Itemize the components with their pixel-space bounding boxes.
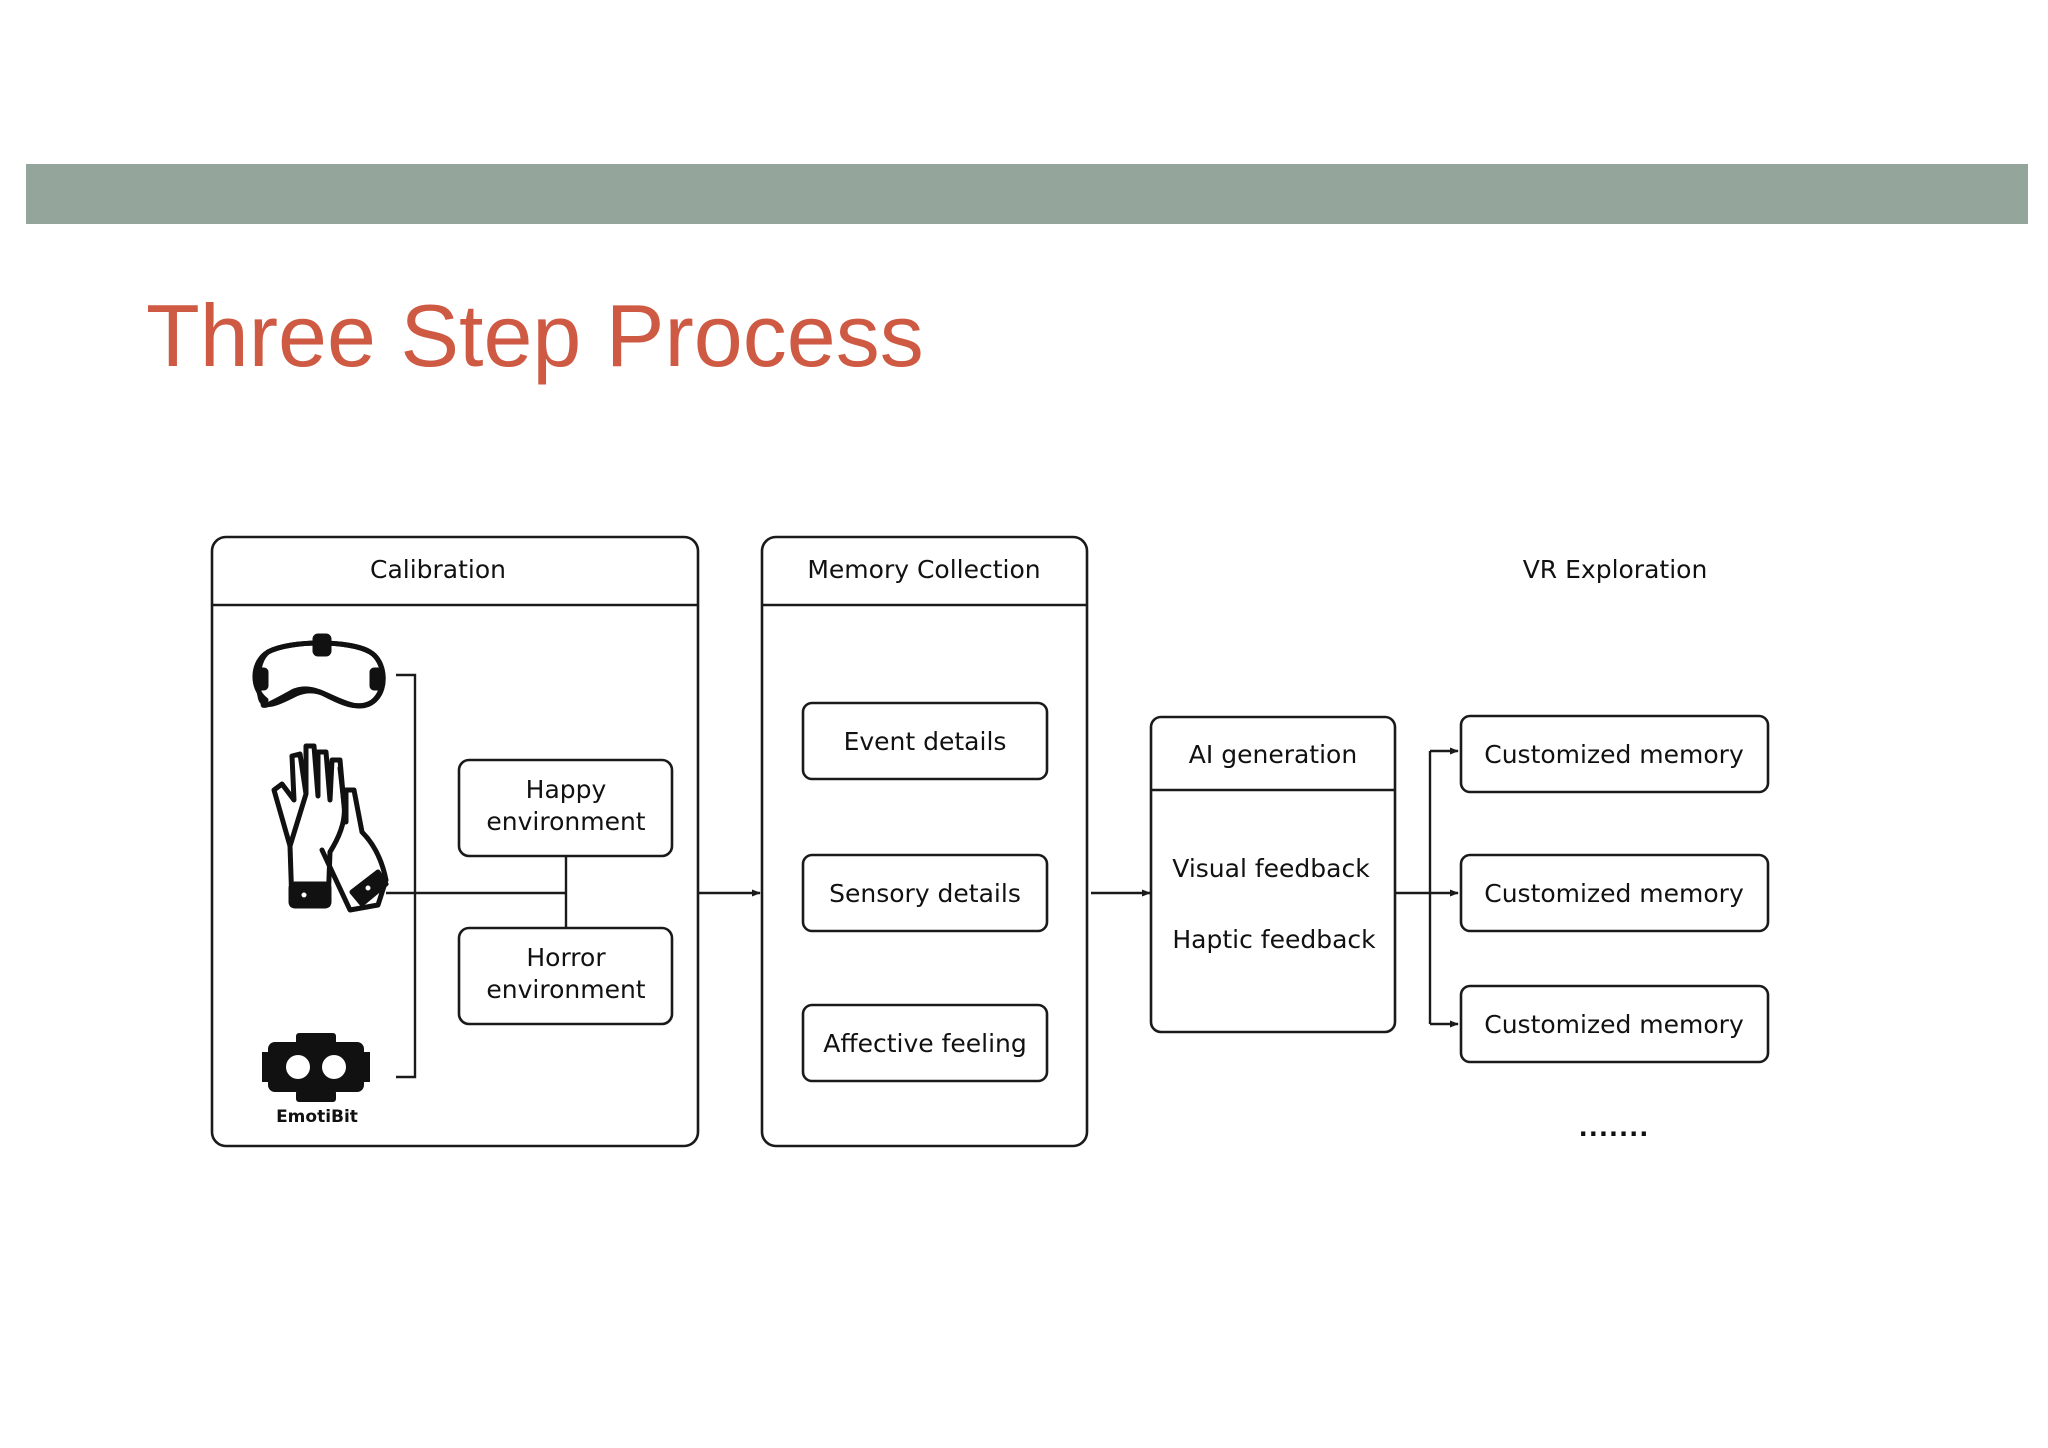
emotibit-label: EmotiBit (276, 1107, 358, 1127)
horror-environment-line2: environment (486, 975, 645, 1004)
calibration-panel: Calibration EmotiBit (210, 535, 700, 1148)
vr-exploration-panel: VR Exploration Customized memory Customi… (1459, 555, 1770, 1142)
memory-collection-header: Memory Collection (807, 555, 1040, 584)
header-bar (26, 164, 2028, 224)
customized-memory-label-2: Customized memory (1484, 879, 1744, 908)
more-memories-ellipsis: ....... (1579, 1114, 1650, 1142)
vr-headset-icon (252, 633, 386, 709)
event-details-box (801, 701, 1049, 781)
calibration-header: Calibration (370, 555, 506, 584)
horror-environment-box (457, 926, 674, 1026)
emotibit-sensor-icon (262, 1033, 370, 1102)
visual-feedback-label: Visual feedback (1172, 854, 1370, 883)
happy-environment-line2: environment (486, 807, 645, 836)
happy-environment-line1: Happy (526, 775, 607, 804)
haptic-feedback-label: Haptic feedback (1172, 925, 1376, 954)
affective-feeling-box (801, 1003, 1049, 1083)
customized-memory-box-2 (1459, 853, 1770, 933)
ai-generation-panel: AI generation Visual feedback Haptic fee… (1149, 715, 1397, 1034)
sensory-details-label: Sensory details (829, 879, 1021, 908)
customized-memory-label-3: Customized memory (1484, 1010, 1744, 1039)
customized-memory-box-3 (1459, 984, 1770, 1064)
sensory-details-box (801, 853, 1049, 933)
haptic-gloves-icon (271, 743, 389, 913)
vr-exploration-header: VR Exploration (1523, 555, 1708, 584)
ai-generation-header: AI generation (1189, 740, 1357, 769)
ai-generation-frame (1149, 715, 1397, 1034)
device-bracket (396, 673, 417, 1079)
event-details-label: Event details (844, 727, 1007, 756)
customized-memory-box-1 (1459, 714, 1770, 794)
horror-environment-line1: Horror (526, 943, 606, 972)
happy-environment-box (457, 758, 674, 858)
page-title: Three Step Process (146, 286, 924, 385)
memory-collection-panel: Memory Collection Event details Sensory … (760, 535, 1089, 1148)
memory-collection-frame (760, 535, 1089, 1148)
customized-memory-label-1: Customized memory (1484, 740, 1744, 769)
affective-feeling-label: Affective feeling (823, 1029, 1027, 1058)
